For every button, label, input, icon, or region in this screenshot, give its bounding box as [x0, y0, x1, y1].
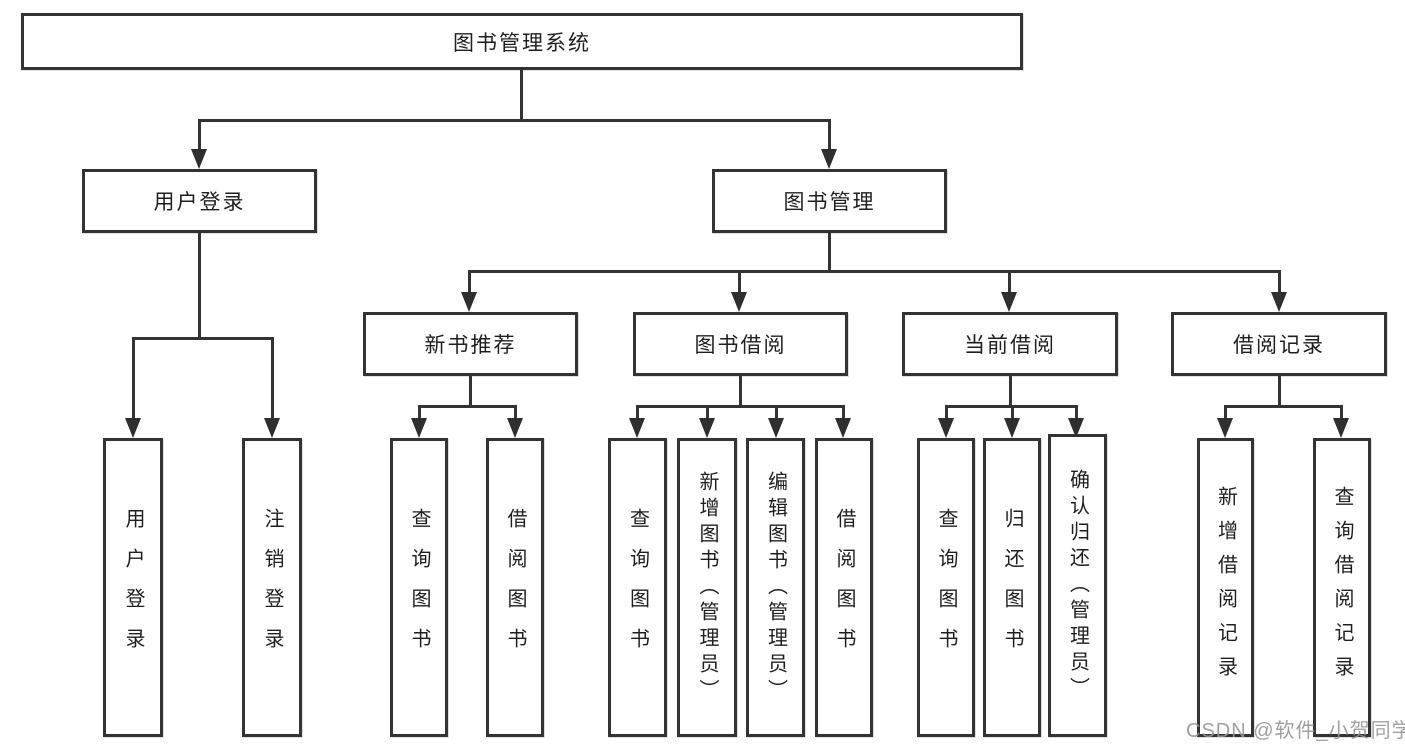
node-label: 借阅记录 [1233, 334, 1325, 357]
csdn-watermark: CSDN @软件_小贺同学 [1186, 720, 1405, 742]
node-label: 图书借阅 [694, 334, 787, 357]
connector [828, 119, 831, 152]
arrowhead-down-icon [699, 418, 715, 438]
connector [132, 337, 135, 418]
leaf-label: 新增借阅记录 [1214, 485, 1237, 690]
node-root-library-system: 图书管理系统 [21, 13, 1023, 70]
leaf-label: 确认归还（管理员） [1066, 468, 1089, 703]
connector [468, 270, 1281, 273]
connector [738, 270, 741, 293]
node-label: 用户登录 [153, 191, 246, 214]
connector [514, 405, 517, 419]
leaf-add-book-admin: 新增图书（管理员） [677, 438, 737, 737]
leaf-label: 查询图书 [935, 507, 957, 668]
leaf-query-books-borrowing: 查询图书 [608, 438, 667, 737]
arrowhead-down-icon [731, 292, 747, 312]
arrowhead-down-icon [821, 149, 837, 169]
leaf-edit-book-admin: 编辑图书（管理员） [746, 438, 805, 737]
leaf-label: 注销登录 [261, 507, 283, 668]
arrowhead-down-icon [938, 418, 954, 438]
leaf-logout: 注销登录 [242, 438, 302, 737]
leaf-label: 新增图书（管理员） [696, 470, 718, 705]
arrowhead-down-icon [461, 292, 477, 312]
node-current-borrowing: 当前借阅 [902, 312, 1118, 376]
node-borrowing-records: 借阅记录 [1171, 312, 1387, 376]
connector [1075, 405, 1078, 419]
arrowhead-down-icon [835, 418, 851, 438]
connector [1340, 405, 1343, 419]
connector [739, 376, 742, 408]
connector [271, 337, 274, 418]
node-label: 当前借阅 [964, 334, 1056, 357]
arrowhead-down-icon [507, 418, 523, 438]
leaf-query-books-recommend: 查询图书 [390, 438, 448, 737]
connector [198, 119, 201, 152]
node-label: 图书管理 [783, 191, 876, 214]
connector [775, 405, 778, 419]
arrowhead-down-icon [1004, 418, 1020, 438]
arrowhead-down-icon [1217, 418, 1233, 438]
arrowhead-down-icon [264, 418, 280, 438]
leaf-label: 借阅图书 [833, 507, 855, 668]
connector [520, 70, 523, 119]
arrowhead-down-icon [125, 418, 141, 438]
connector [418, 405, 517, 408]
leaf-label: 查询图书 [626, 507, 649, 668]
connector [945, 405, 948, 419]
leaf-label: 借阅图书 [504, 507, 526, 668]
leaf-label: 查询图书 [408, 507, 430, 668]
connector [469, 376, 472, 408]
leaf-query-borrow-record: 查询借阅记录 [1313, 438, 1371, 737]
arrowhead-down-icon [411, 418, 427, 438]
leaf-return-books: 归还图书 [983, 438, 1041, 737]
arrowhead-down-icon [1333, 418, 1349, 438]
connector [1011, 405, 1014, 419]
connector [1224, 405, 1343, 408]
node-new-book-recommendation: 新书推荐 [363, 312, 578, 376]
leaf-confirm-return-admin: 确认归还（管理员） [1048, 434, 1107, 737]
connector [1224, 405, 1227, 419]
leaf-label: 查询借阅记录 [1331, 485, 1353, 690]
connector [636, 405, 845, 408]
leaf-borrow-books-recommend: 借阅图书 [486, 438, 544, 737]
arrowhead-down-icon [768, 418, 784, 438]
connector [1278, 270, 1281, 293]
leaf-label: 用户登录 [122, 507, 144, 668]
leaf-add-borrow-record: 新增借阅记录 [1197, 438, 1254, 737]
arrowhead-down-icon [1271, 292, 1287, 312]
connector [132, 337, 273, 340]
arrowhead-down-icon [191, 149, 207, 169]
leaf-user-login: 用户登录 [103, 438, 163, 737]
connector [828, 233, 831, 273]
node-label: 新书推荐 [424, 334, 517, 357]
leaf-label: 编辑图书（管理员） [764, 470, 787, 705]
connector [418, 405, 421, 419]
connector [636, 405, 639, 419]
connector [1278, 376, 1281, 408]
arrowhead-down-icon [1068, 418, 1084, 438]
leaf-query-books-current: 查询图书 [917, 438, 975, 737]
node-book-borrowing: 图书借阅 [633, 312, 848, 376]
node-book-management: 图书管理 [712, 169, 947, 233]
connector [468, 270, 471, 293]
connector [706, 405, 709, 419]
node-label: 图书管理系统 [453, 31, 591, 55]
node-user-login: 用户登录 [82, 169, 317, 233]
connector [1009, 376, 1012, 408]
connector [842, 405, 845, 419]
leaf-borrow-books: 借阅图书 [815, 438, 873, 737]
arrowhead-down-icon [1001, 292, 1017, 312]
arrowhead-down-icon [629, 418, 645, 438]
connector [198, 119, 831, 122]
connector [198, 233, 201, 337]
connector [1008, 270, 1011, 293]
leaf-label: 归还图书 [1001, 507, 1023, 668]
